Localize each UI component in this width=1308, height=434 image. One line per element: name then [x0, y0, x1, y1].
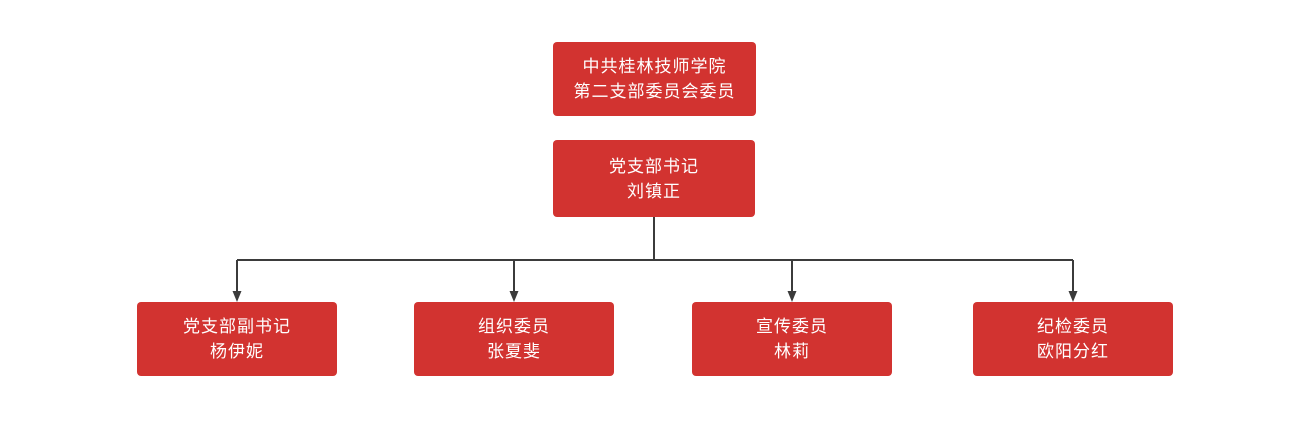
node-discipline-inspection-member[interactable]: 纪检委员 欧阳分红 [973, 302, 1173, 376]
member-name: 欧阳分红 [1037, 342, 1109, 361]
node-publicity-committee-member[interactable]: 宣传委员 林莉 [692, 302, 892, 376]
member-name: 林莉 [774, 342, 810, 361]
arrowhead-icon [232, 291, 242, 302]
node-committee-title[interactable]: 中共桂林技师学院 第二支部委员会委员 [553, 42, 756, 116]
member-role: 宣传委员 [756, 317, 828, 336]
arrowhead-icon [787, 291, 797, 302]
member-role: 党支部副书记 [183, 317, 291, 336]
secretary-name: 刘镇正 [627, 181, 681, 201]
committee-title-line-1: 中共桂林技师学院 [582, 57, 727, 76]
member-name: 杨伊妮 [210, 342, 264, 361]
secretary-role: 党支部书记 [609, 156, 699, 176]
node-secretary[interactable]: 党支部书记 刘镇正 [553, 140, 755, 217]
member-name: 张夏斐 [487, 342, 541, 361]
member-role: 纪检委员 [1037, 317, 1109, 336]
arrowhead-icon [509, 291, 519, 302]
committee-title-line-2: 第二支部委员会委员 [573, 82, 736, 101]
node-organization-committee-member[interactable]: 组织委员 张夏斐 [414, 302, 614, 376]
arrowhead-icon [1068, 291, 1078, 302]
member-role: 组织委员 [478, 317, 550, 336]
node-deputy-secretary[interactable]: 党支部副书记 杨伊妮 [137, 302, 337, 376]
